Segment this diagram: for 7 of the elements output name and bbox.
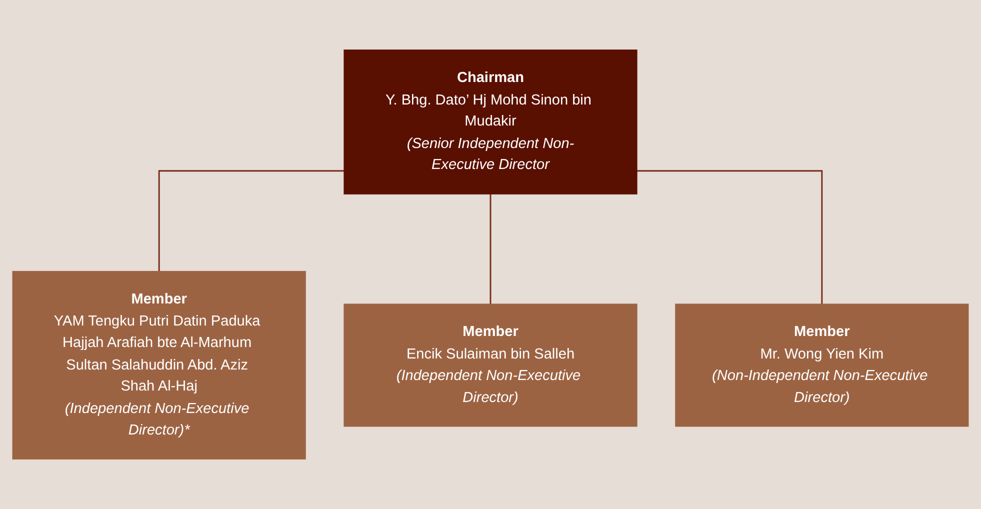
node-box: Chairman Y. Bhg. Dato’ Hj Mohd Sinon bin Mudakir (Senior Independent Non-Executive Director xyxy=(344,50,638,194)
connector xyxy=(490,193,492,304)
node-box: Member Encik Sulaiman bin Salleh (Independent Non-Executive Director) xyxy=(344,304,638,427)
connector xyxy=(636,170,823,304)
node-box: Member YAM Tengku Putri Datin Paduka Hajjah Arafiah bte Al-Marhum Sultan Salahuddin Abd. Aziz Shah Al-Haj (Independent Non-Executive Director)* xyxy=(12,270,306,460)
node-box: Member Mr. Wong Yien Kim (Non-Independent Non-Executive Director) xyxy=(675,304,969,427)
connector xyxy=(158,170,344,272)
